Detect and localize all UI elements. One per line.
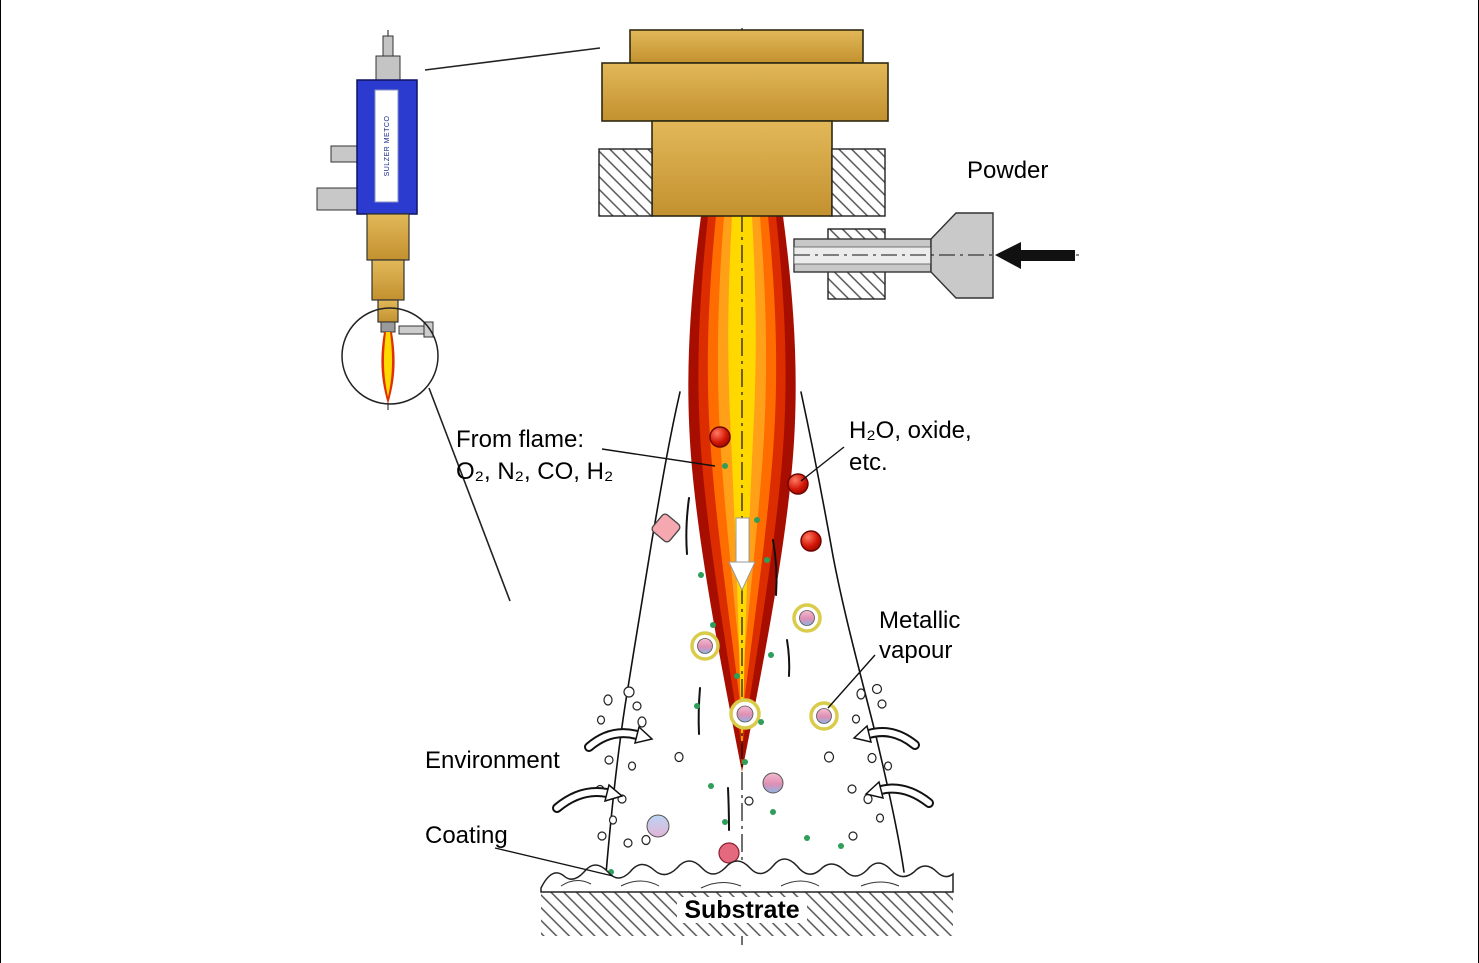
entrain-arrow-right-upper xyxy=(852,724,920,750)
nozzle-assembly xyxy=(598,29,889,217)
leader-byproducts xyxy=(800,446,845,482)
coating-band xyxy=(540,858,954,893)
nozzle-flange xyxy=(601,62,889,122)
powder-feed-arrow xyxy=(995,242,1075,269)
plume-boundary-right xyxy=(800,391,905,873)
magnifier-circle xyxy=(341,307,439,405)
flame-direction-arrow xyxy=(728,517,756,592)
nozzle-cap xyxy=(629,29,864,64)
entrain-arrow-left-upper xyxy=(584,725,654,752)
streak-marks xyxy=(685,497,791,831)
splat-core xyxy=(736,705,754,723)
splat-particles xyxy=(690,603,839,731)
gun-nozzle-upper xyxy=(366,213,410,261)
particle-red xyxy=(800,530,822,552)
label-powder: Powder xyxy=(967,157,1048,184)
gun-flame-core xyxy=(383,332,393,397)
leader-metallic-vapour xyxy=(827,654,876,709)
gun-brand-label: SULZER METCO xyxy=(384,116,391,177)
environment-arrows xyxy=(552,724,934,813)
label-from-flame-line2: O₂, N₂, CO, H₂ xyxy=(456,458,613,485)
label-from-flame-line1: From flame: xyxy=(456,426,584,453)
substrate-label-bg xyxy=(677,897,807,923)
particle-molten xyxy=(646,814,670,838)
gun-label-strip xyxy=(374,89,399,203)
spray-gun-thumbnail: SULZER METCO xyxy=(316,30,439,412)
substrate: Substrate xyxy=(540,858,954,936)
particle-molten xyxy=(762,772,784,794)
nozzle-mount-hatch-left xyxy=(598,148,653,217)
gun-nozzle-exit xyxy=(380,321,396,333)
gun-lever-knob xyxy=(423,321,434,338)
label-byproducts-line1: H₂O, oxide, xyxy=(849,417,972,444)
splat-core xyxy=(697,638,713,654)
leader-lines xyxy=(494,446,876,877)
text-labels: Powder From flame: O₂, N₂, CO, H₂ H₂O, o… xyxy=(425,157,1048,849)
splat-core xyxy=(799,610,815,626)
label-metallic-vapour-line2: vapour xyxy=(879,637,952,664)
label-metallic-vapour-line1: Metallic xyxy=(879,607,960,634)
gun-side-fitting xyxy=(330,145,359,163)
gun-side-fitting xyxy=(316,187,359,211)
plume-boundary-left xyxy=(605,391,681,875)
leader-from-flame xyxy=(601,448,716,467)
particles xyxy=(646,426,839,864)
label-environment: Environment xyxy=(425,747,560,774)
gun-nozzle-mid xyxy=(371,259,405,301)
entrain-arrow-left-lower xyxy=(552,783,624,813)
zoom-lines xyxy=(424,47,601,602)
coating-inner-line xyxy=(560,880,900,889)
leader-coating xyxy=(494,847,614,877)
particle-red xyxy=(709,426,731,448)
label-coating: Coating xyxy=(425,822,508,849)
particle-pink-flake xyxy=(651,513,681,543)
gun-nozzle-tip-body xyxy=(377,299,399,323)
splat-core xyxy=(816,708,832,724)
entrain-arrow-right-lower xyxy=(864,780,934,808)
gun-top-connector xyxy=(375,55,401,81)
powder-injector xyxy=(793,212,1081,300)
nozzle-body xyxy=(651,120,833,217)
label-substrate: Substrate xyxy=(684,896,799,924)
gun-top-stem xyxy=(382,35,394,57)
nozzle-mount-hatch-right xyxy=(831,148,886,217)
particle-molten xyxy=(718,842,740,864)
label-byproducts-line2: etc. xyxy=(849,449,888,476)
